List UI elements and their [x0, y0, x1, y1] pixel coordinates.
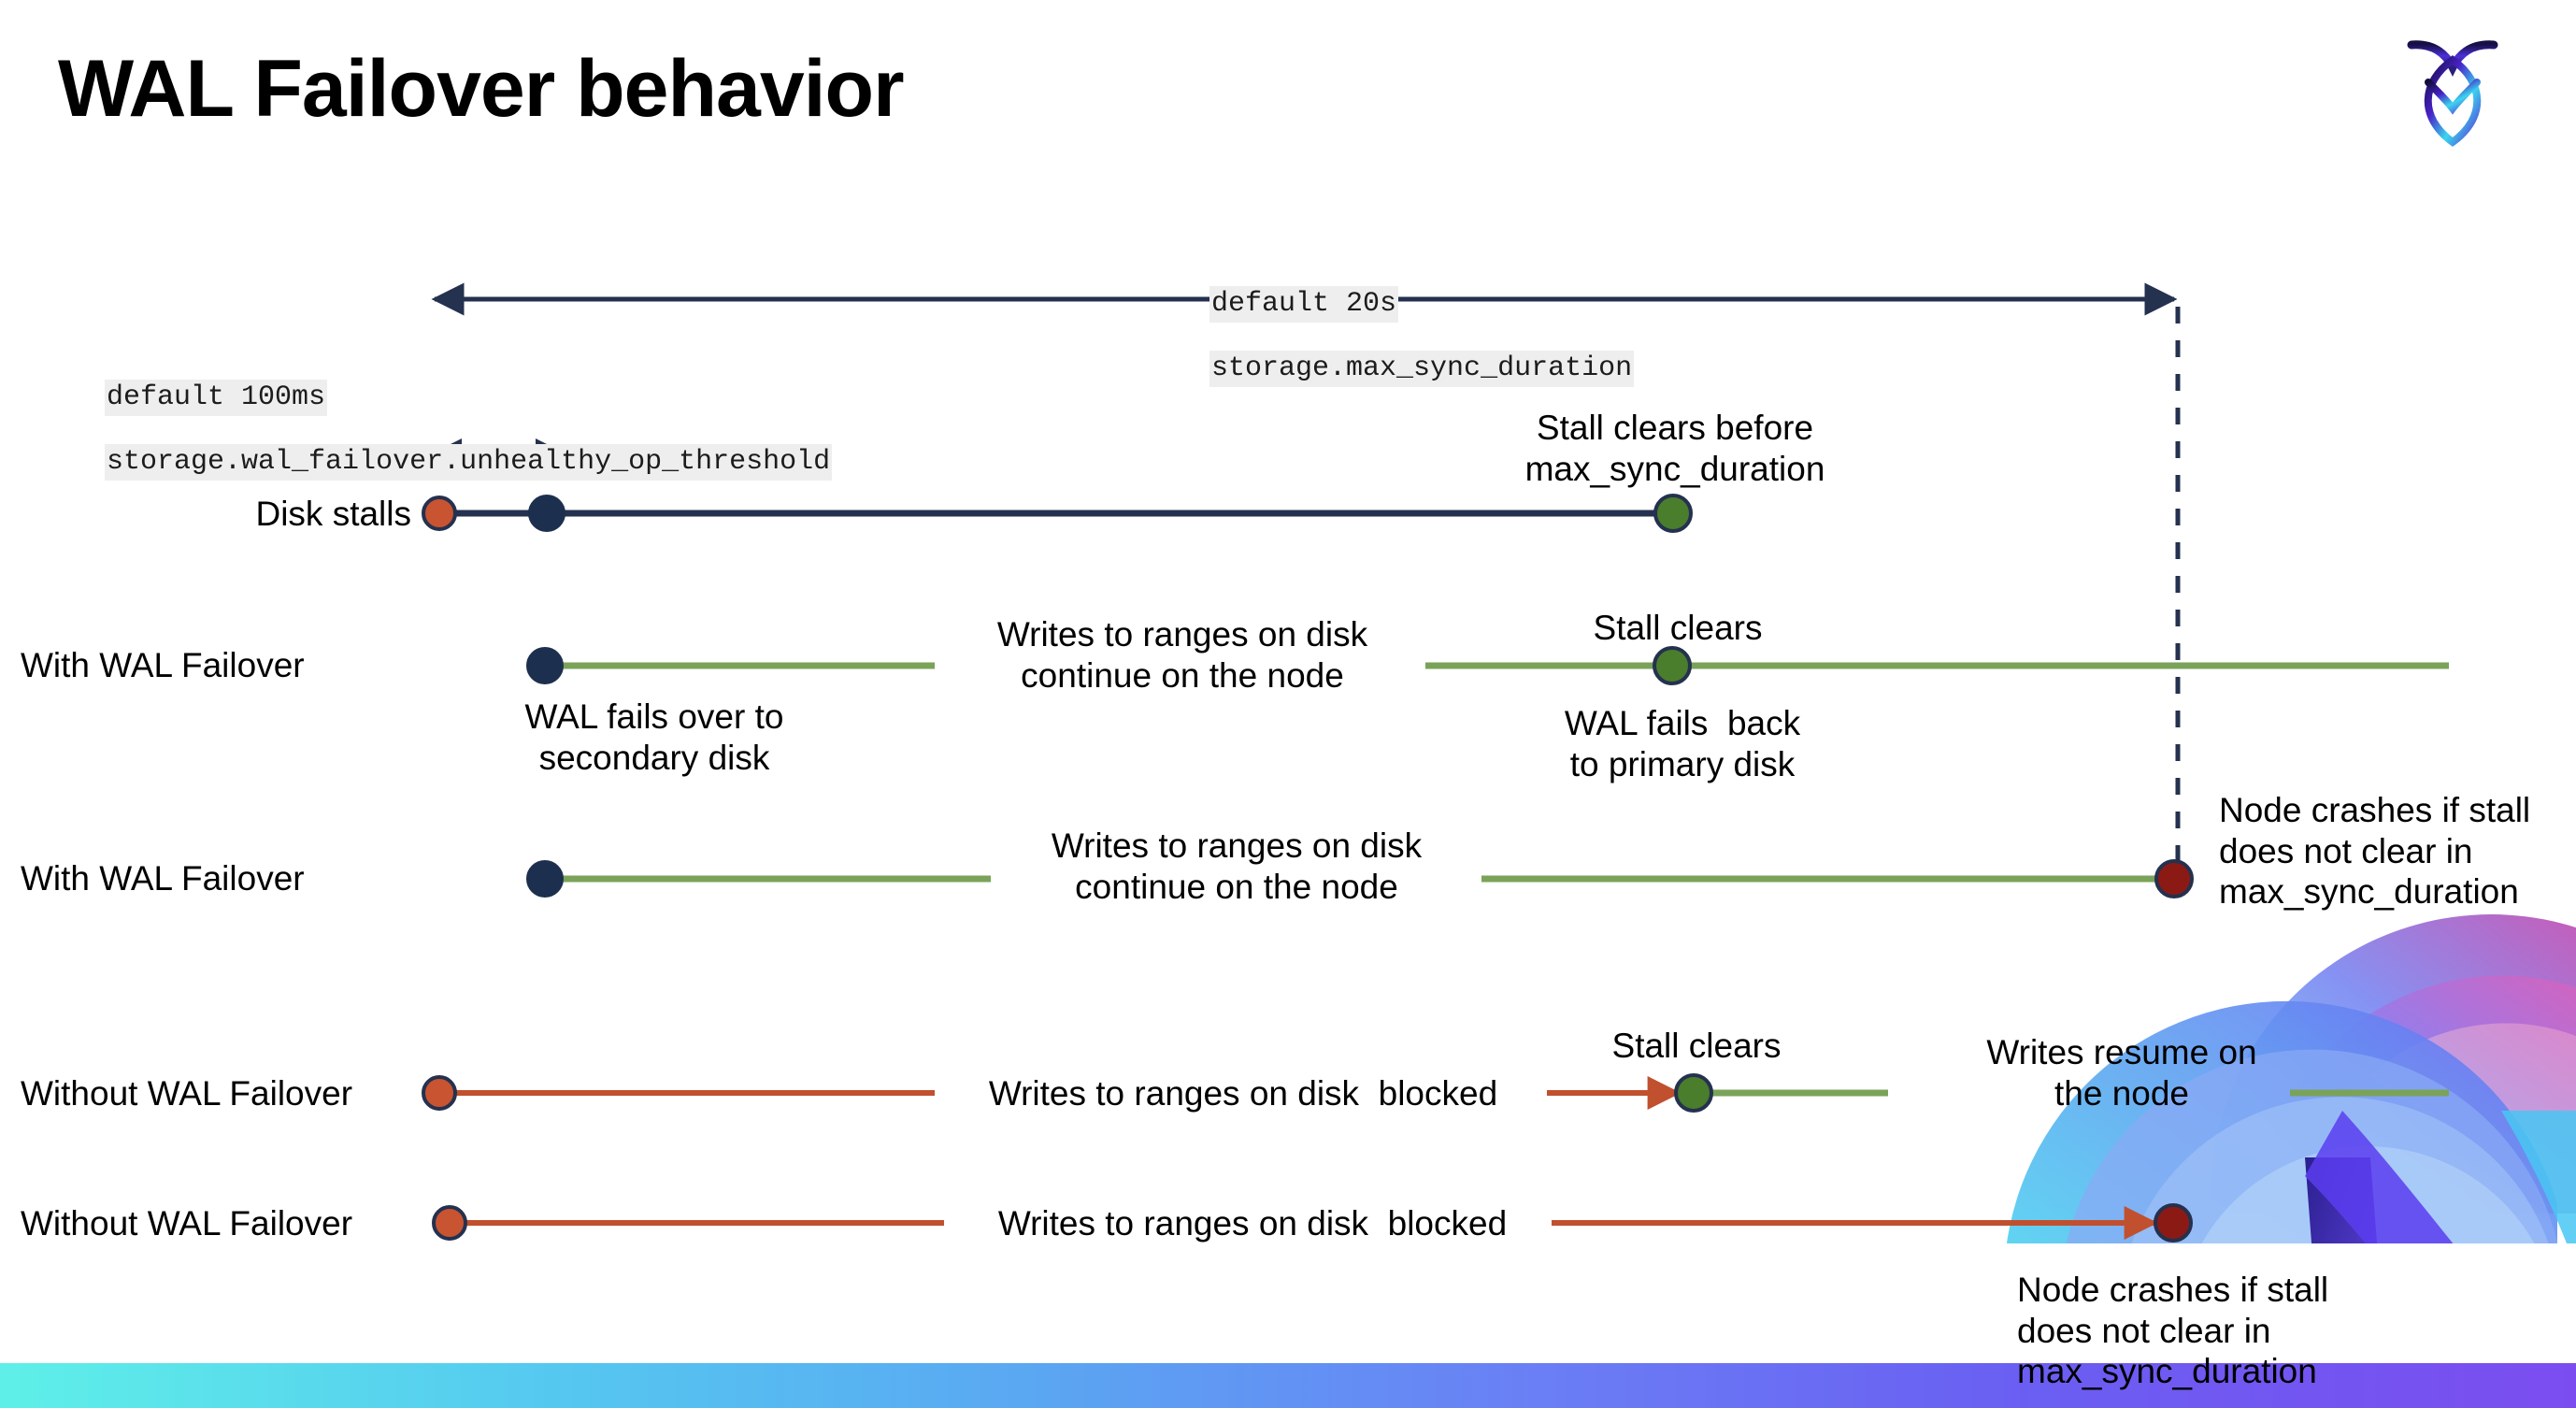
- note-writes-continue-1: Writes to ranges on disk continue on the…: [996, 615, 1368, 695]
- note-stall-clears-before-max-sync: Stall clears before max_sync_duration: [1524, 409, 1825, 488]
- cockroachdb-logo-icon: [2393, 32, 2512, 153]
- note-node-crashes-row5: Node crashes if stall does not clear in …: [2017, 1271, 2329, 1391]
- note-writes-resume: Writes resume on the node: [1986, 1033, 2257, 1113]
- note-stall-clears-row2: Stall clears: [1593, 609, 1763, 647]
- row-label-with-wal-failover-1: With WAL Failover: [21, 646, 305, 684]
- row-label-with-wal-failover-2: With WAL Failover: [21, 859, 305, 898]
- note-writes-blocked-2: Writes to ranges on disk blocked: [997, 1204, 1508, 1243]
- row-label-without-wal-failover-1: Without WAL Failover: [21, 1074, 353, 1113]
- row-label-disk-stalls: Disk stalls: [255, 495, 411, 533]
- note-writes-continue-2: Writes to ranges on disk continue on the…: [1051, 826, 1423, 906]
- annotation-unhealthy-op: default 100ms storage.wal_failover.unhea…: [37, 352, 833, 509]
- note-writes-blocked-1: Writes to ranges on disk blocked: [988, 1074, 1498, 1113]
- annotation-unhealthy-op-line2: storage.wal_failover.unhealthy_op_thresh…: [105, 444, 833, 481]
- annotation-unhealthy-op-line1: default 100ms: [105, 380, 328, 416]
- note-stall-clears-row4: Stall clears: [1611, 1027, 1782, 1065]
- note-wal-fails-back: WAL fails back to primary disk: [1564, 704, 1801, 783]
- annotation-max-sync-line1: default 20s: [1209, 286, 1399, 323]
- note-wal-fails-over: WAL fails over to secondary disk: [524, 697, 784, 777]
- annotation-max-sync: default 20s storage.max_sync_duration: [1142, 258, 1635, 415]
- note-node-crashes-row3: Node crashes if stall does not clear in …: [2219, 791, 2531, 912]
- page-title: WAL Failover behavior: [58, 44, 905, 134]
- annotation-max-sync-line2: storage.max_sync_duration: [1209, 351, 1635, 387]
- bottom-gradient-bar: [0, 1363, 2576, 1408]
- row-label-without-wal-failover-2: Without WAL Failover: [21, 1204, 353, 1243]
